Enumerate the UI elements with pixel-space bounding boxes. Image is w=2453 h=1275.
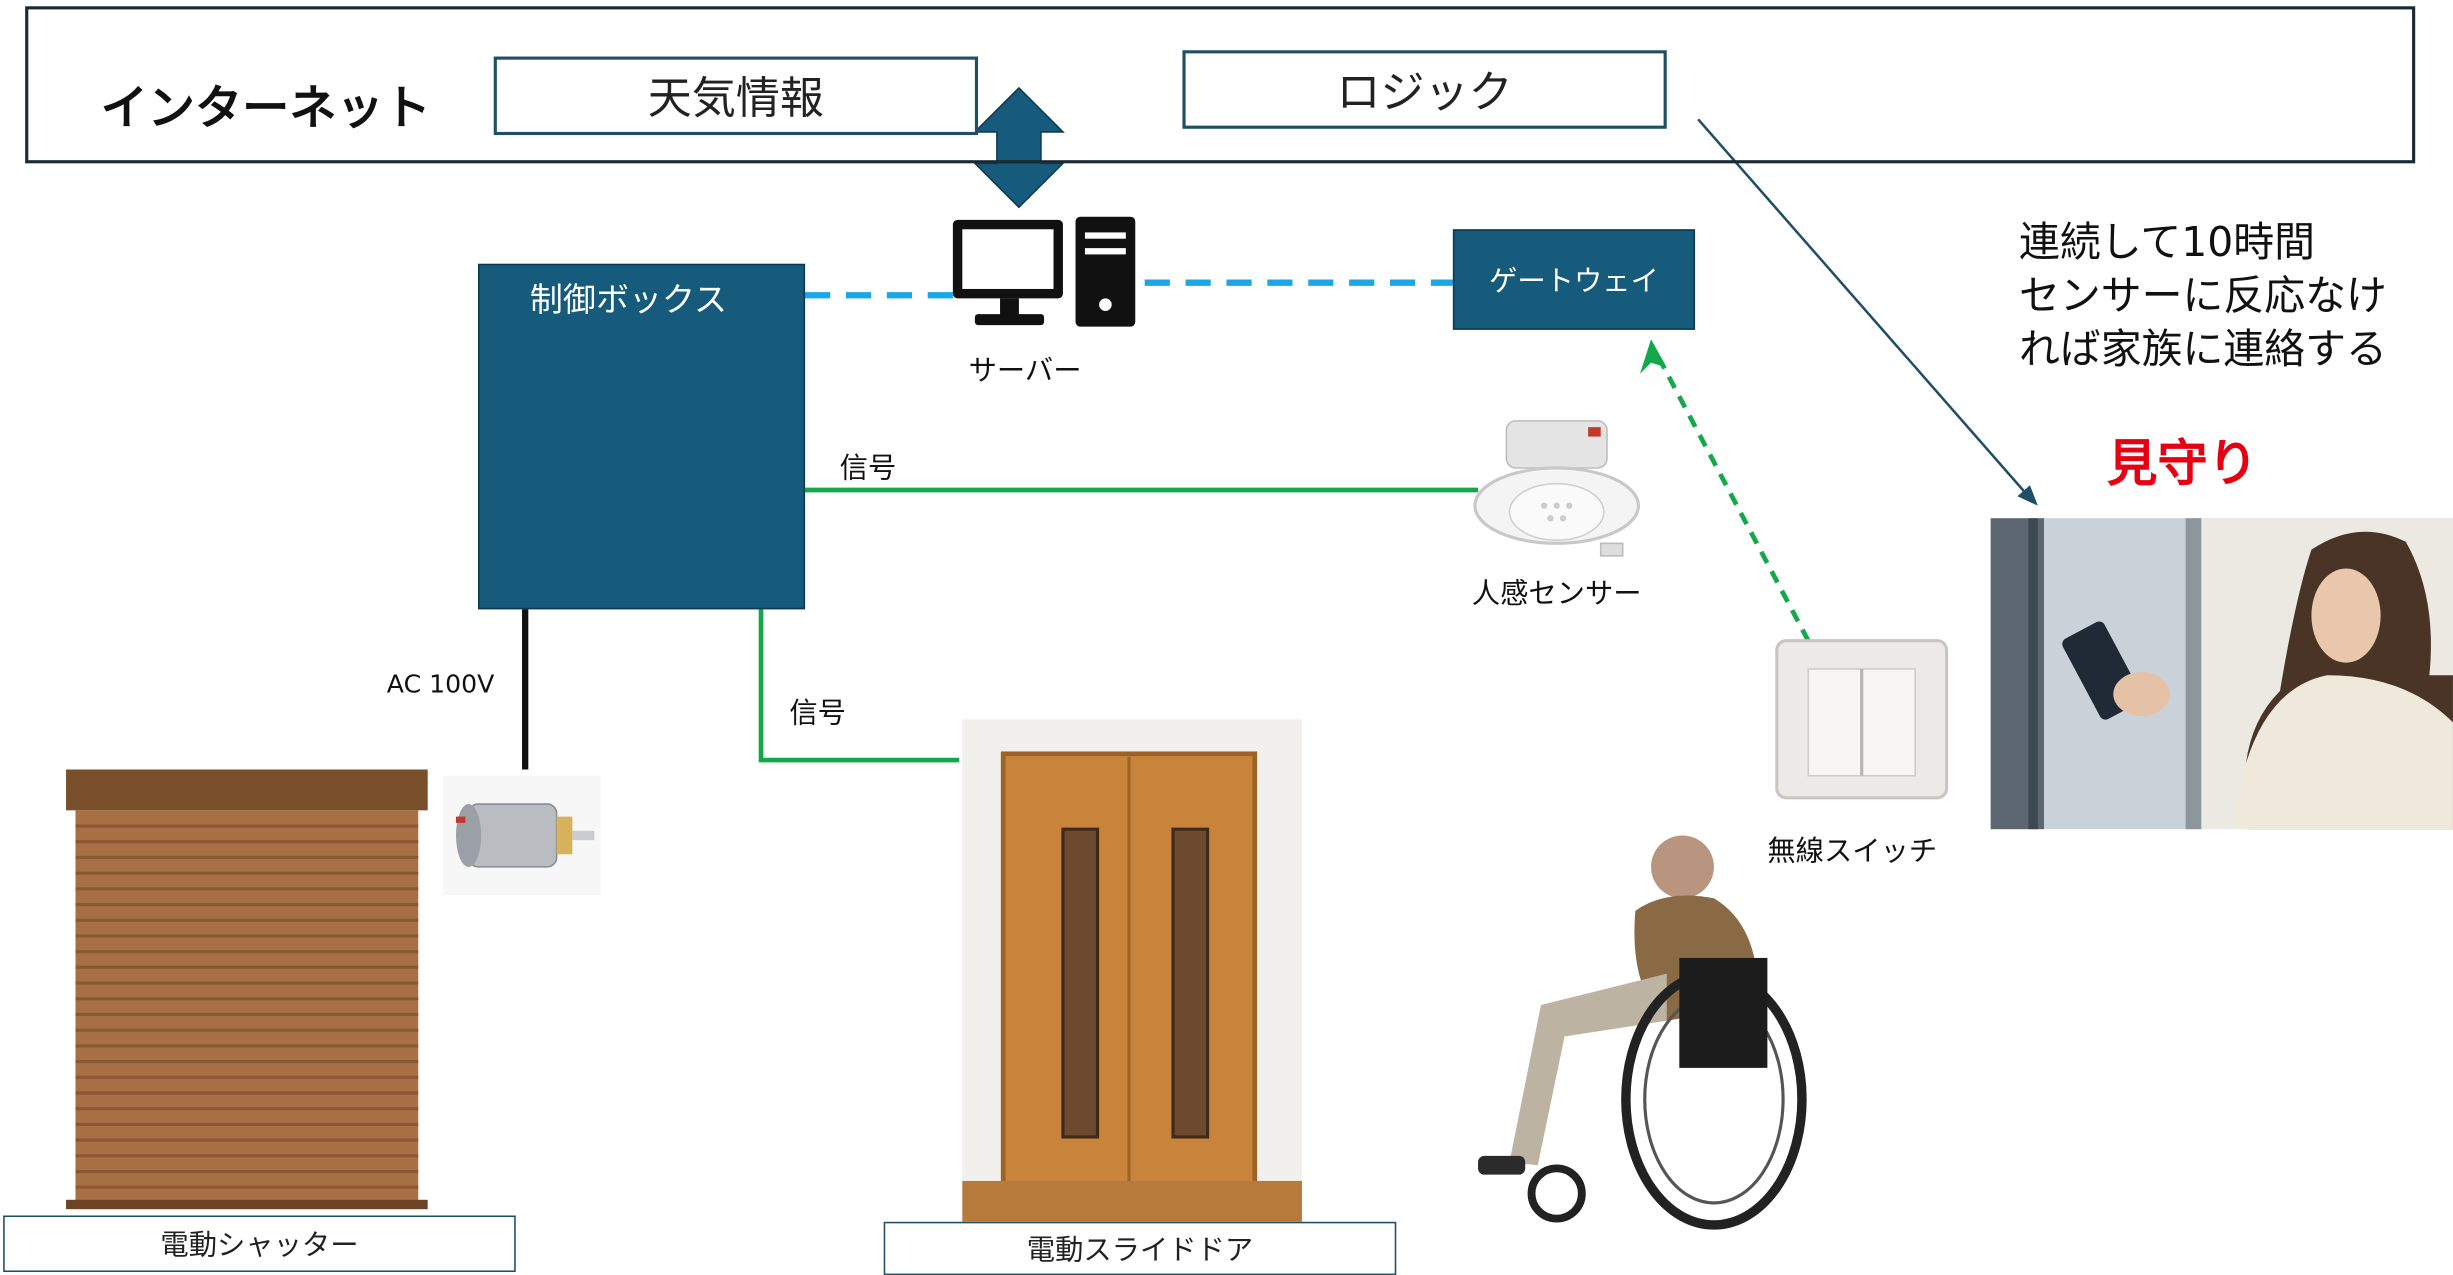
internet-server-double-arrow [972, 86, 1065, 209]
gateway-label: ゲートウェイ [1489, 265, 1659, 299]
internet-label: インターネット [100, 81, 431, 137]
signal-label-door: 信号 [789, 697, 846, 731]
watch-note-line-3: れば家族に連絡する [2018, 326, 2387, 374]
logic-box: ロジック [1182, 50, 1667, 129]
internet-band [25, 6, 2416, 164]
watch-note-line-2: センサーに反応なけ [2018, 273, 2387, 321]
shutter-label-box: 電動シャッター [3, 1215, 516, 1273]
watch-note-line-1: 連続して10時間 [2018, 219, 2316, 267]
switch-gateway-arrowhead [1640, 339, 1667, 374]
weather-info-box: 天気情報 [493, 56, 979, 136]
switch-gateway-dashed-arrow [1655, 353, 1811, 642]
ac-power-label: AC 100V [386, 668, 495, 699]
logic-watch-arrowhead [2017, 485, 2038, 506]
control-box: 制御ボックス [478, 263, 806, 610]
human-sensor-label: 人感センサー [1471, 577, 1642, 611]
signal-line-door [758, 609, 960, 763]
wireless-switch-label: 無線スイッチ [1767, 835, 1938, 869]
gateway-box: ゲートウェイ [1452, 229, 1696, 330]
slide-door-label-box: 電動スライドドア [883, 1221, 1397, 1275]
logic-watch-arrow [1697, 118, 2030, 498]
signal-label-sensor: 信号 [839, 452, 897, 486]
server-label: サーバー [968, 354, 1082, 388]
watch-title: 見守り [2107, 433, 2258, 494]
control-box-label: 制御ボックス [529, 281, 728, 319]
